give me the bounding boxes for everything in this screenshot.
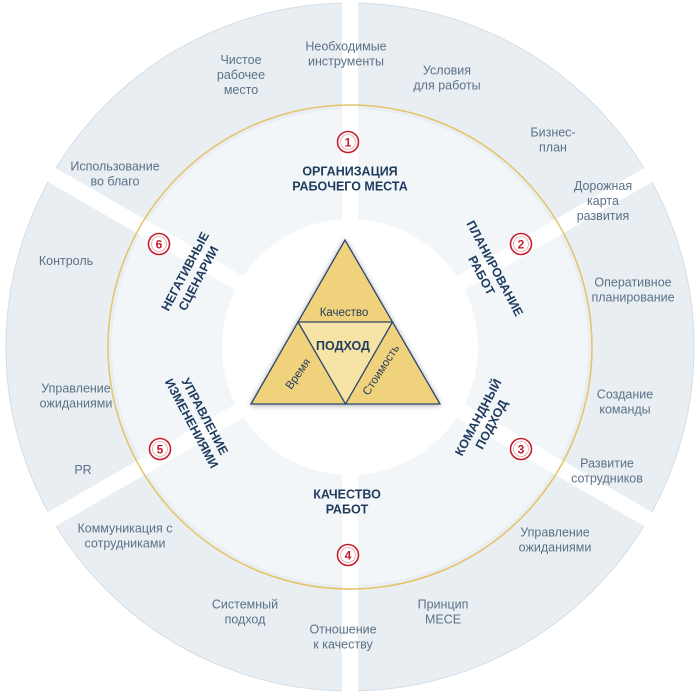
triangle-inner (296, 321, 394, 406)
badge-inner-ring (340, 134, 356, 150)
approach-triangle (249, 238, 442, 406)
badge-number: 1 (345, 135, 352, 149)
separator-line-4 (46, 403, 245, 527)
sector-5-badge: 5 (148, 437, 172, 461)
sector-4-badge: 4 (336, 543, 360, 567)
sector-separators (46, 1, 654, 693)
item-line: Чистое (220, 53, 261, 67)
item-line: Бизнес- (530, 126, 575, 140)
item-line: к качеству (313, 638, 373, 652)
sector-1-badge: 1 (336, 130, 360, 154)
badge-inner-ring (340, 547, 356, 563)
item-line: сотрудников (571, 472, 643, 486)
item-line: план (539, 141, 567, 155)
item-line: МЕСЕ (425, 613, 461, 627)
separator-line-3 (46, 167, 245, 291)
separator-line-1 (455, 167, 654, 291)
sector-2-item-1: Бизнес-план (530, 126, 575, 155)
sector-1-title-line: РАБОЧЕГО МЕСТА (292, 180, 408, 194)
item-line: для работы (413, 79, 480, 93)
badge-number: 6 (156, 237, 163, 251)
sector-1-title-line: ОРГАНИЗАЦИЯ (302, 165, 397, 179)
sector-4-title-line: РАБОТ (326, 503, 369, 517)
item-line: подход (225, 613, 267, 627)
item-line: Принцип (418, 598, 469, 612)
item-line: Управление (41, 382, 111, 396)
item-line: развития (577, 209, 630, 223)
item-line: Создание (597, 388, 653, 402)
item-line: планирование (591, 291, 674, 305)
item-line: сотрудниками (85, 537, 166, 551)
item-line: ожиданиями (519, 541, 592, 555)
sector-5-item-2: PR (74, 463, 91, 477)
sector-6-item-2: Контроль (39, 254, 93, 268)
badge-number: 2 (518, 237, 525, 251)
item-line: Коммуникация с (77, 522, 172, 536)
badge-inner-ring (152, 441, 168, 457)
item-line: Условия (423, 64, 471, 78)
item-line: Необходимые (305, 40, 386, 54)
item-line: место (224, 83, 258, 97)
sector-3-badge: 3 (509, 437, 533, 461)
sector-6-badge: 6 (147, 232, 171, 256)
separator-line-6 (455, 403, 654, 527)
item-line: Контроль (39, 254, 93, 268)
badge-inner-ring (151, 236, 167, 252)
gold-circle (107, 104, 593, 590)
badge-inner-ring (513, 441, 529, 457)
item-line: карта (587, 194, 619, 208)
item-line: Отношение (309, 623, 376, 637)
item-line: Использование (70, 160, 159, 174)
triangle-top-label: Качество (320, 307, 369, 319)
item-line: рабочее (217, 68, 265, 82)
item-line: PR (74, 463, 91, 477)
item-line: Системный (212, 598, 278, 612)
badge-number: 5 (157, 442, 164, 456)
badge-number: 3 (518, 442, 525, 456)
item-line: Оперативное (594, 276, 671, 290)
item-line: Развитие (580, 457, 634, 471)
item-line: во благо (90, 175, 139, 189)
item-line: Управление (520, 526, 590, 540)
item-line: Дорожная (574, 179, 632, 193)
sector-4-title-line: КАЧЕСТВО (313, 488, 381, 502)
item-line: ожиданиями (40, 397, 113, 411)
badge-inner-ring (513, 236, 529, 252)
item-line: инструменты (308, 55, 384, 69)
sector-2-badge: 2 (509, 232, 533, 256)
badge-number: 4 (345, 548, 352, 562)
item-line: команды (599, 403, 650, 417)
triangle-center-label: ПОДХОД (316, 339, 370, 353)
